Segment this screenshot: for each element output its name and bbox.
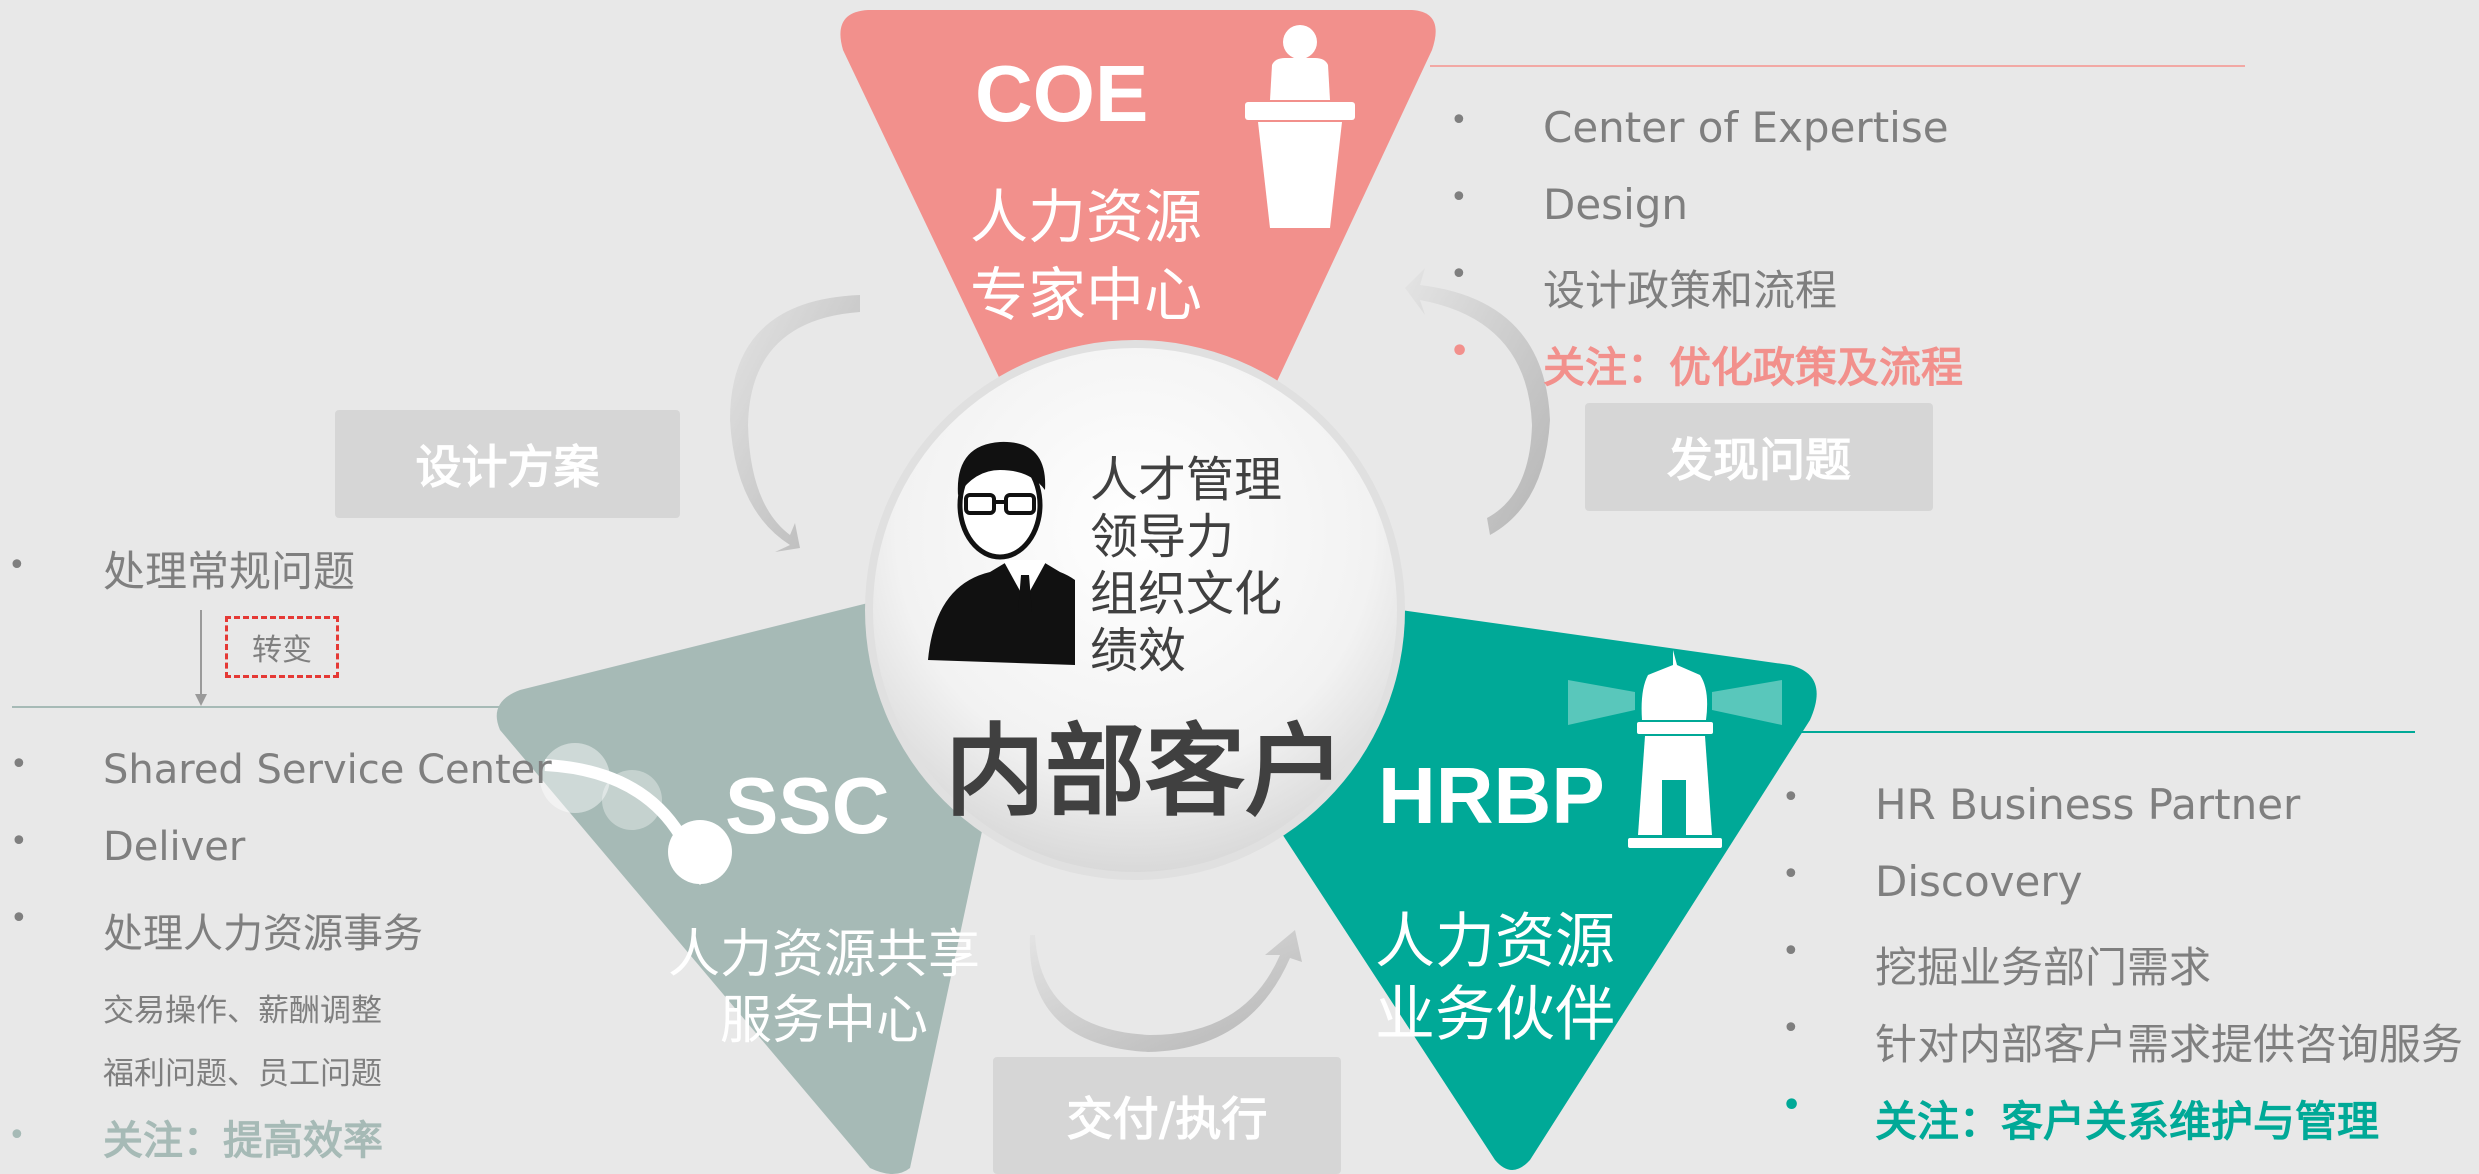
coe-title-line1: 人力资源 bbox=[970, 183, 1203, 251]
deliver-execute-tag: 交付/执行 bbox=[993, 1057, 1341, 1174]
ssc-title-line2: 服务中心 bbox=[720, 991, 929, 1051]
center-topic-1: 人才管理 bbox=[1090, 452, 1283, 508]
hrbp-abbr: HRBP bbox=[1378, 751, 1605, 840]
change-label: 转变 bbox=[225, 616, 339, 678]
ssc-abbr: SSC bbox=[725, 761, 890, 850]
hrbp-focus: •关注：客户关系维护与管理 bbox=[1782, 1088, 2380, 1146]
coe-abbr: COE bbox=[975, 49, 1149, 138]
coe-focus: •关注：优化政策及流程 bbox=[1450, 334, 1964, 392]
hrbp-bullet-list: •HR Business Partner •Discovery •挖掘业务部门需… bbox=[1782, 780, 2464, 1165]
coe-title-line2: 专家中心 bbox=[970, 261, 1203, 329]
businessman-icon bbox=[928, 441, 1075, 665]
ssc-top-bullet-dot: • bbox=[8, 548, 26, 583]
list-item: •Discovery bbox=[1782, 857, 2083, 906]
list-item: •Center of Expertise bbox=[1450, 103, 1949, 152]
hrbp-title-line1: 人力资源 bbox=[1375, 907, 1615, 977]
podium-person-icon bbox=[1245, 25, 1355, 228]
list-item: •Deliver bbox=[10, 824, 246, 870]
discover-flow-arrow bbox=[1405, 268, 1550, 535]
center-topic-2: 领导力 bbox=[1090, 509, 1235, 565]
center-topic-4: 绩效 bbox=[1090, 623, 1187, 679]
design-flow-arrow bbox=[730, 295, 860, 552]
ssc-title-line1: 人力资源共享 bbox=[668, 925, 981, 985]
toggle-switch-icon bbox=[540, 743, 732, 885]
list-item: •挖掘业务部门需求 bbox=[1782, 934, 2212, 992]
center-title: 内部客户 bbox=[945, 713, 1345, 830]
coe-bullet-list: •Center of Expertise •Design •设计政策和流程 •关… bbox=[1450, 103, 1964, 411]
deliver-flow-arrow bbox=[1029, 930, 1302, 1052]
discover-problem-tag: 发现问题 bbox=[1585, 403, 1933, 511]
ssc-focus: 关注：提高效率 bbox=[103, 1118, 383, 1164]
ssc-bullet-list: •Shared Service Center •Deliver •处理人力资源事… bbox=[10, 747, 552, 971]
lighthouse-icon bbox=[1568, 650, 1782, 848]
list-item: •处理人力资源事务 bbox=[10, 901, 423, 957]
list-item: •针对内部客户需求提供咨询服务 bbox=[1782, 1011, 2464, 1069]
design-plan-tag: 设计方案 bbox=[335, 410, 680, 518]
list-item: •Shared Service Center bbox=[10, 747, 552, 793]
ssc-sub-line-2: 福利问题、员工问题 bbox=[103, 1056, 382, 1092]
center-topic-3: 组织文化 bbox=[1090, 566, 1283, 622]
ssc-focus-dot: • bbox=[8, 1118, 26, 1153]
list-item: •Design bbox=[1450, 180, 1689, 229]
change-down-arrow bbox=[195, 610, 207, 706]
hrbp-title-line2: 业务伙伴 bbox=[1375, 980, 1615, 1050]
list-item: •HR Business Partner bbox=[1782, 780, 2301, 829]
list-item: •设计政策和流程 bbox=[1450, 257, 1838, 315]
ssc-sub-line-1: 交易操作、薪酬调整 bbox=[103, 993, 382, 1029]
ssc-top-bullet: 处理常规问题 bbox=[103, 547, 356, 596]
